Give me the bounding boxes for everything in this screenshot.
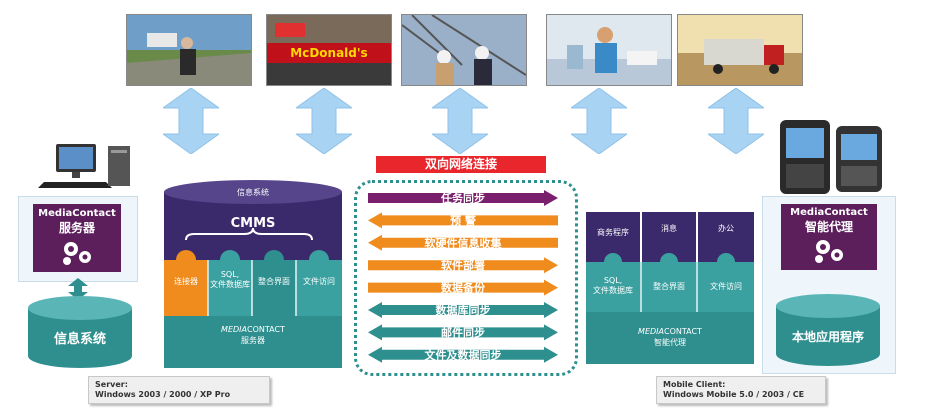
sync-arrow-0 <box>368 190 558 206</box>
sync-arrow-label-6: 邮件同步 <box>441 325 485 339</box>
info-system-database <box>28 296 132 368</box>
sync-arrow-4 <box>368 279 558 296</box>
server-box-title: MediaContact <box>38 208 116 219</box>
sync-arrow-label-1: 预 警 <box>450 213 476 227</box>
puzzle-sql-db: SQL, 文件数据库 <box>210 270 250 289</box>
sync-arrow-label-7: 文件及数据同步 <box>425 348 502 362</box>
mediacontact-agent-box: MediaContact 智能代理 <box>781 204 877 270</box>
double-arrow-icon <box>708 88 764 154</box>
server-box-subtitle: 服务器 <box>58 221 95 235</box>
server-stack-graphic <box>164 180 342 368</box>
tile-message: 消息 <box>661 224 677 233</box>
sync-arrow-2 <box>368 234 558 251</box>
puzzle-connector: 连接器 <box>174 277 198 286</box>
server-os-box: Server: Windows 2003 / 2000 / XP Pro <box>88 376 270 404</box>
sync-arrow-7 <box>368 346 558 363</box>
truck-photo <box>677 14 803 86</box>
double-arrow-icon <box>432 88 488 154</box>
nurse-photo <box>546 14 672 86</box>
agent-box-title: MediaContact <box>790 207 868 218</box>
gears-icon <box>63 242 91 265</box>
brand-prefix: MEDIA <box>221 325 247 334</box>
double-arrow-icon <box>296 88 352 154</box>
tile-office: 办公 <box>718 224 734 233</box>
sync-arrow-label-5: 数据库同步 <box>436 303 491 317</box>
sync-arrow-label-0: 任务同步 <box>440 191 485 205</box>
agent-brand: MEDIACONTACT 智能代理 <box>586 326 754 348</box>
network-title: 双向网络连接 <box>376 156 546 173</box>
mobile-os-line1: Mobile Client: <box>663 380 726 389</box>
agent-box-subtitle: 智能代理 <box>804 220 853 234</box>
server-os-line1: Server: <box>95 380 128 389</box>
desktop-computer-icon <box>38 144 130 188</box>
brand-suffix: CONTACT <box>664 327 702 336</box>
server-brand: MEDIACONTACT 服务器 <box>164 324 342 346</box>
mcdonalds-photo: McDonald's <box>266 14 392 86</box>
agent-stack-graphic <box>586 212 754 364</box>
brand-prefix: MEDIA <box>638 327 664 336</box>
businessman-photo <box>126 14 252 86</box>
brand-suffix: CONTACT <box>247 325 285 334</box>
local-app-database <box>776 294 880 366</box>
mcdonalds-sign-text: McDonald's <box>290 46 367 60</box>
tile-business-app: 商务程序 <box>597 228 629 237</box>
network-frame <box>354 180 578 376</box>
sync-arrow-6 <box>368 324 558 341</box>
sync-arrow-label-3: 软件部署 <box>441 258 485 272</box>
double-arrow-icon <box>163 88 219 154</box>
gears-icon <box>815 240 843 263</box>
brand-sub: 服务器 <box>241 336 265 345</box>
sync-arrow-1 <box>368 212 558 229</box>
local-app-label: 本地应用程序 <box>791 330 864 344</box>
mobile-os-box: Mobile Client: Windows Mobile 5.0 / 2003… <box>656 376 826 404</box>
sync-arrow-label-2: 软硬件信息收集 <box>425 236 503 250</box>
puzzle-file-access: 文件访问 <box>303 277 335 286</box>
mediacontact-server-box: MediaContact 服务器 <box>33 204 121 272</box>
info-system-top-label: 信息系统 <box>237 188 269 197</box>
sync-arrow-5 <box>368 302 558 318</box>
engineers-photo <box>401 14 527 86</box>
pda-device-icon <box>780 120 882 194</box>
sync-arrow-3 <box>368 257 558 274</box>
info-system-label: 信息系统 <box>53 332 106 347</box>
cmms-label: CMMS <box>230 216 276 231</box>
agent-puzzle-file-access: 文件访问 <box>710 282 742 291</box>
agent-puzzle-integration-ui: 整合界面 <box>653 282 685 291</box>
updown-arrow-icon <box>68 278 88 300</box>
agent-puzzle-sql-db: SQL, 文件数据库 <box>593 276 633 295</box>
brand-sub: 智能代理 <box>654 338 686 347</box>
sync-arrow-label-4: 数据备份 <box>441 281 486 295</box>
double-arrow-icon <box>571 88 627 154</box>
puzzle-integration-ui: 整合界面 <box>258 277 290 286</box>
server-panel: MediaContact 服务器 <box>18 196 138 282</box>
mobile-os-line2: Windows Mobile 5.0 / 2003 / CE <box>663 390 805 399</box>
server-os-line2: Windows 2003 / 2000 / XP Pro <box>95 390 231 399</box>
